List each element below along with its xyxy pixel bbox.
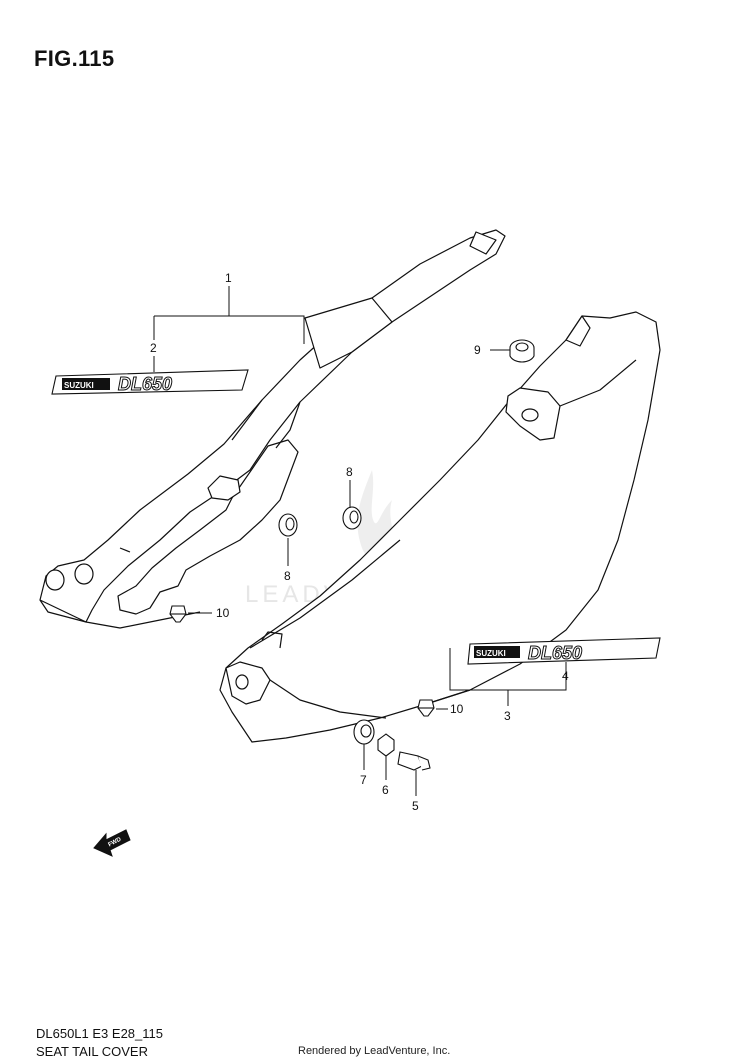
callout-10-left: 10 [216,606,230,620]
leader-lines [153,286,567,796]
cushion-8-right [342,506,362,530]
emblem-right-brand: SUZUKI [476,649,506,658]
footer-diagram-title: SEAT TAIL COVER [36,1044,148,1059]
emblem-right: SUZUKI DL650 [467,637,661,665]
callout-4: 4 [562,669,569,683]
callout-7: 7 [360,773,367,787]
left-seat-tail-cover [39,229,506,629]
right-seat-tail-cover [219,311,661,743]
figure-title: FIG.115 [34,46,115,71]
clip-10-right [417,699,435,717]
callout-9: 9 [474,343,481,357]
bolt-5 [397,751,431,771]
callout-8-upper: 8 [346,465,353,479]
cushion-8-left [278,513,298,537]
fwd-arrow-icon: FWD [93,829,131,857]
callout-8-lower: 8 [284,569,291,583]
emblem-left-brand: SUZUKI [64,381,94,390]
emblem-right-model: DL650 [528,643,582,663]
callout-2: 2 [150,341,157,355]
callouts: 1 2 3 4 5 6 7 8 8 9 10 10 [150,271,569,813]
callout-5: 5 [412,799,419,813]
collar-6 [377,733,395,757]
clip-10-left [169,605,187,623]
grommet-7 [353,719,375,745]
footer-diagram-code: DL650L1 E3 E28_115 [36,1026,163,1041]
emblem-left: SUZUKI DL650 [51,369,249,395]
small-parts [169,339,535,771]
callout-6: 6 [382,783,389,797]
emblem-left-model: DL650 [118,374,172,394]
grommet-9 [509,339,535,363]
callout-10-right: 10 [450,702,464,716]
render-credit: Rendered by LeadVenture, Inc. [298,1045,451,1057]
callout-1: 1 [225,271,232,285]
callout-3: 3 [504,709,511,723]
